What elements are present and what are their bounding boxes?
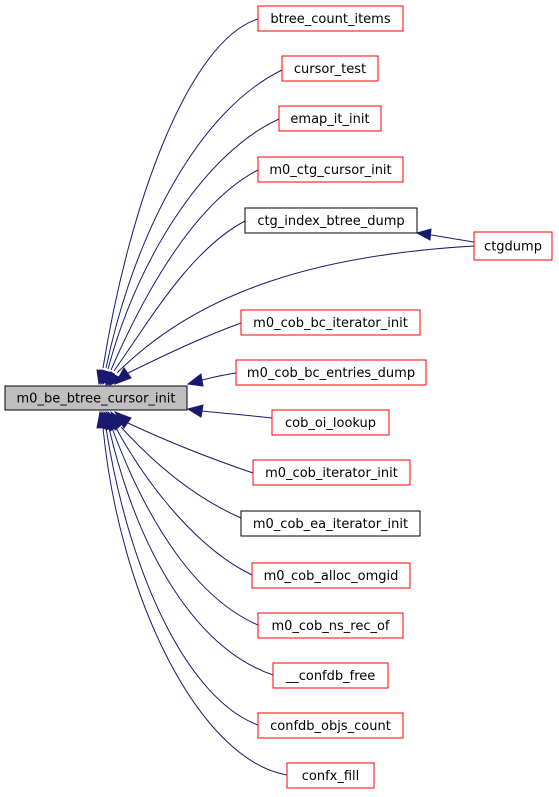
node-m0-cob-iterator-init[interactable]: m0_cob_iterator_init: [252, 459, 411, 486]
edge-line: [127, 422, 254, 474]
node-label: ctgdump: [484, 240, 542, 255]
node-btree-count-items[interactable]: btree_count_items: [257, 5, 404, 32]
edge-line: [102, 18, 259, 369]
node-label: emap_it_init: [290, 112, 369, 127]
node-box: [251, 562, 411, 589]
node-confdb-free[interactable]: __confdb_free: [272, 662, 389, 689]
node-label: ctg_index_btree_dump: [257, 214, 404, 229]
node-box: [4, 385, 188, 411]
edge-n16-root: [96, 410, 288, 776]
nodes-layer: m0_be_btree_cursor_init btree_count_items…: [4, 5, 553, 789]
edge-n14-root: [102, 410, 274, 676]
node-box: [235, 359, 427, 386]
edge-line: [105, 69, 283, 369]
node-m0-cob-ns-rec-of[interactable]: m0_cob_ns_rec_of: [257, 612, 404, 639]
node-box: [272, 662, 389, 689]
node-emap-it-init[interactable]: emap_it_init: [278, 105, 382, 132]
node-m0-cob-bc-iterator-init[interactable]: m0_cob_bc_iterator_init: [240, 309, 421, 336]
node-box: [244, 207, 418, 234]
arrowhead: [96, 410, 110, 429]
edge-line: [107, 118, 280, 370]
node-label: m0_cob_alloc_omgid: [264, 569, 399, 584]
edge-line: [113, 220, 246, 372]
node-box: [240, 309, 421, 336]
edge-line: [120, 426, 242, 519]
arrowhead: [113, 367, 132, 385]
node-box: [257, 5, 404, 32]
node-m0-cob-bc-entries-dump[interactable]: m0_cob_bc_entries_dump: [235, 359, 427, 386]
node-box: [281, 55, 379, 82]
edge-line: [111, 427, 259, 626]
node-label: m0_cob_bc_iterator_init: [253, 316, 408, 331]
node-label: __confdb_free: [285, 669, 376, 684]
node-label: m0_ctg_cursor_init: [269, 163, 391, 178]
edge-n13-root: [105, 410, 259, 626]
node-label: m0_cob_ns_rec_of: [271, 619, 389, 634]
node-label: cursor_test: [294, 62, 366, 77]
node-box: [257, 712, 404, 739]
node-box: [240, 510, 421, 537]
node-confx-fill[interactable]: confx_fill: [286, 762, 375, 789]
arrowhead: [415, 228, 432, 241]
node-label: confdb_objs_count: [270, 719, 391, 734]
node-box: [278, 105, 382, 132]
node-label: m0_cob_bc_entries_dump: [247, 366, 415, 381]
node-label: cob_oi_lookup: [285, 416, 376, 431]
edge-line: [127, 322, 242, 374]
edge-n8-root: [186, 372, 237, 387]
edge-line: [105, 427, 259, 726]
edge-n1-root: [96, 18, 259, 386]
node-label: btree_count_items: [270, 12, 390, 27]
node-confdb-objs-count[interactable]: confdb_objs_count: [257, 712, 404, 739]
node-ctg-index-btree-dump[interactable]: ctg_index_btree_dump: [244, 207, 418, 234]
edge-n5-root: [106, 220, 246, 386]
edge-n6-n5: [415, 228, 475, 243]
arrowhead: [186, 373, 204, 387]
node-m0-cob-alloc-omgid[interactable]: m0_cob_alloc_omgid: [251, 562, 411, 589]
edge-line: [201, 372, 237, 381]
node-m0-ctg-cursor-init[interactable]: m0_ctg_cursor_init: [257, 156, 404, 183]
node-box: [286, 762, 375, 789]
arrowhead: [186, 404, 204, 418]
edge-n9-root: [186, 404, 273, 419]
node-label: m0_cob_iterator_init: [265, 466, 398, 481]
edge-n3-root: [101, 118, 280, 386]
node-box: [257, 612, 404, 639]
node-label: m0_cob_ea_iterator_init: [253, 517, 408, 532]
node-box: [257, 156, 404, 183]
edge-line: [201, 410, 273, 419]
node-label: confx_fill: [302, 769, 360, 784]
node-m0-be-btree-cursor-init[interactable]: m0_be_btree_cursor_init: [4, 385, 188, 411]
edges-layer: [96, 18, 475, 776]
edge-line: [430, 234, 475, 243]
edge-line: [102, 427, 288, 776]
edge-line: [108, 427, 274, 676]
edge-line: [116, 245, 475, 374]
node-cob-oi-lookup[interactable]: cob_oi_lookup: [271, 409, 390, 436]
edge-n7-root: [113, 322, 242, 385]
node-box: [473, 231, 553, 261]
node-m0-cob-ea-iterator-init[interactable]: m0_cob_ea_iterator_init: [240, 510, 421, 537]
edge-line: [115, 427, 253, 576]
node-cursor-test[interactable]: cursor_test: [281, 55, 379, 82]
node-box: [252, 459, 411, 486]
edge-line: [110, 169, 259, 371]
node-ctgdump[interactable]: ctgdump: [473, 231, 553, 261]
node-box: [271, 409, 390, 436]
node-label: m0_be_btree_cursor_init: [17, 392, 176, 407]
